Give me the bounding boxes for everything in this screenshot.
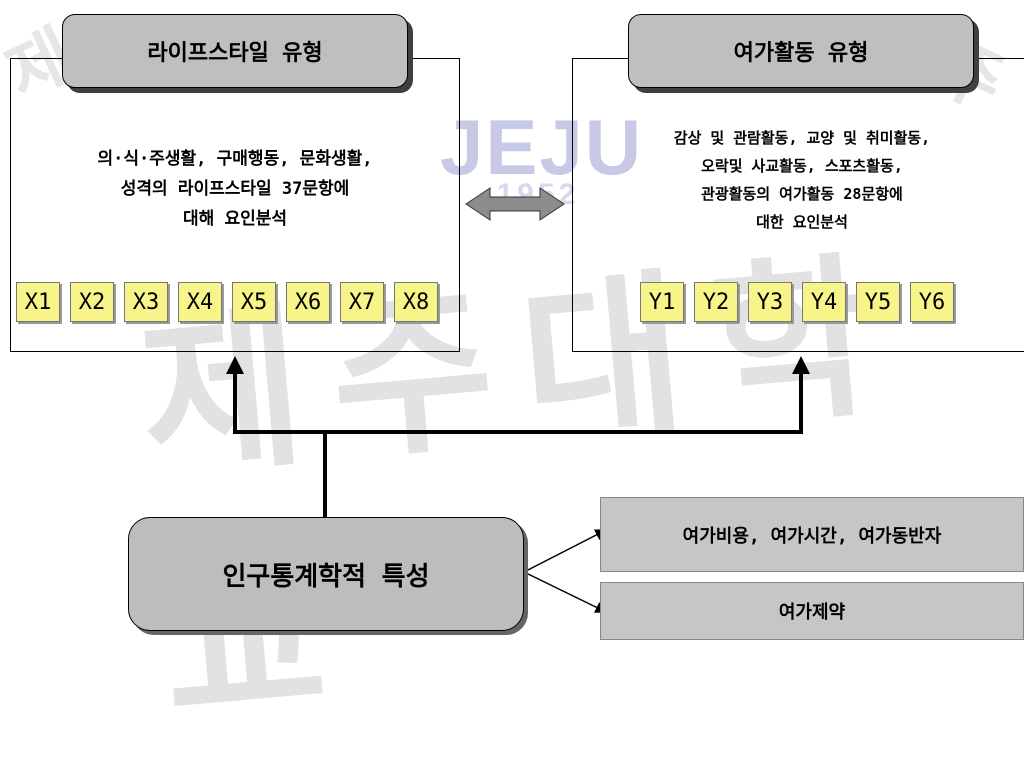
leisure-description-line: 대한 요인분석 (756, 213, 848, 231)
variable-box-x6: X6 (286, 282, 330, 322)
connector-line (523, 571, 608, 613)
watermark-brand: JEJU (440, 103, 644, 191)
connector-lines (226, 187, 810, 613)
variable-box-x4: X4 (178, 282, 222, 322)
connector-line (523, 529, 608, 573)
lifestyle-description-line: 의·식·주생활, 구매행동, 문화생활, (97, 149, 373, 169)
variable-box-y1: Y1 (640, 282, 684, 322)
variable-box-x1: X1 (16, 282, 60, 322)
outcome-box-leisure-details: 여가비용, 여가시간, 여가동반자 (600, 497, 1024, 572)
arrowhead (792, 356, 810, 374)
leisure-description-line: 관광활동의 여가활동 28문항에 (701, 185, 903, 203)
leisure-description-line: 오락및 사교활동, 스포츠활동, (701, 157, 903, 175)
leisure-title: 여가활동 유형 (628, 14, 974, 88)
leisure-description-line: 감상 및 관람활동, 교양 및 취미활동, (673, 129, 931, 147)
demographics-box: 인구통계학적 특성 (128, 517, 524, 631)
lifestyle-description: 의·식·주생활, 구매행동, 문화생활, 성격의 라이프스타일 37문항에 대해… (14, 144, 456, 234)
variable-box-x2: X2 (70, 282, 114, 322)
arrowhead (226, 356, 244, 374)
bidirectional-arrow (465, 187, 565, 221)
outcome-box-leisure-constraints: 여가제약 (600, 582, 1024, 640)
variable-box-y2: Y2 (694, 282, 738, 322)
variable-box-y6: Y6 (910, 282, 954, 322)
variable-box-y3: Y3 (748, 282, 792, 322)
lifestyle-title: 라이프스타일 유형 (62, 14, 408, 88)
variable-box-x7: X7 (340, 282, 384, 322)
variable-box-x3: X3 (124, 282, 168, 322)
leisure-description: 감상 및 관람활동, 교양 및 취미활동, 오락및 사교활동, 스포츠활동, 관… (600, 124, 1004, 236)
leisure-variables: Y1 Y2 Y3 Y4 Y5 Y6 (640, 282, 964, 322)
variable-box-x5: X5 (232, 282, 276, 322)
variable-box-y5: Y5 (856, 282, 900, 322)
variable-box-y4: Y4 (802, 282, 846, 322)
lifestyle-description-line: 대해 요인분석 (182, 209, 288, 229)
lifestyle-description-line: 성격의 라이프스타일 37문항에 (120, 179, 350, 199)
variable-box-x8: X8 (394, 282, 438, 322)
lifestyle-variables: X1 X2 X3 X4 X5 X6 X7 X8 (16, 282, 448, 322)
